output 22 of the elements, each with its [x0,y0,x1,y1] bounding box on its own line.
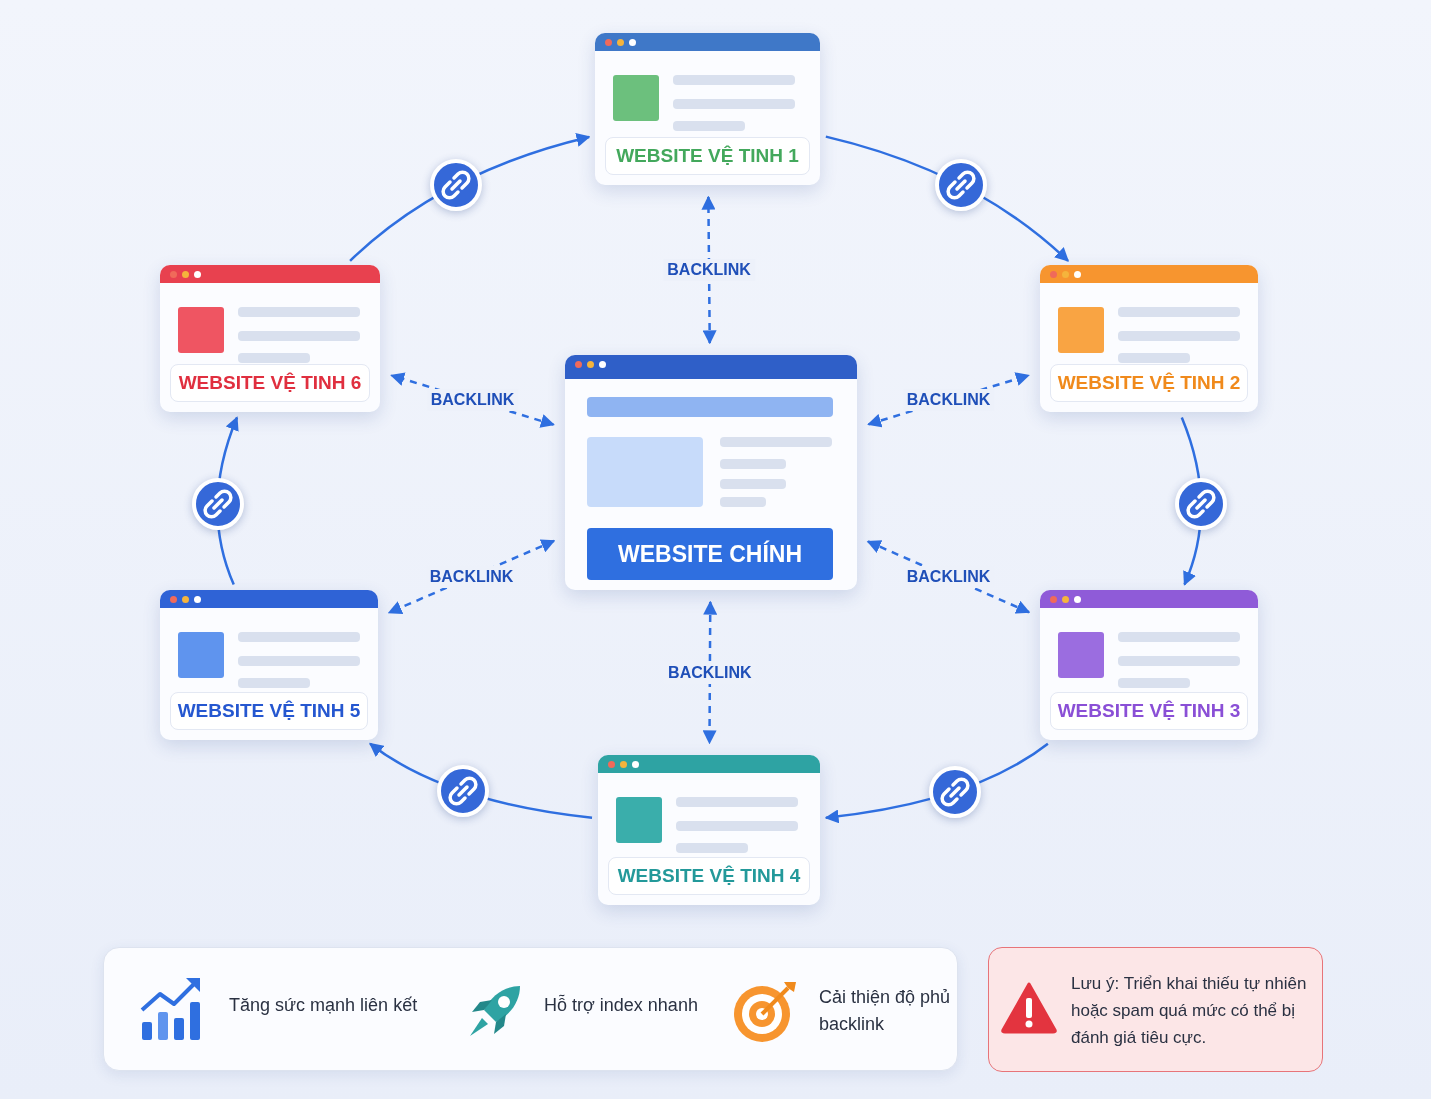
browser-window-card [160,265,380,412]
browser-window-card [598,755,820,905]
site-name-label: WEBSITE VỆ TINH 6 [170,364,370,402]
benefit-text: Tăng sức mạnh liên kết [229,994,419,1017]
warning-box [988,947,1323,1072]
dashed-arrow [702,600,718,745]
site-name-label: WEBSITE VỆ TINH 5 [170,692,368,730]
site-name-label: WEBSITE VỆ TINH 4 [608,857,810,895]
benefit-text: Hỗ trợ index nhanh [544,993,699,1017]
browser-window-card [1040,590,1258,740]
benefit-text: Cải thiện độ phủ backlink [819,986,952,1036]
browser-window-card [160,590,378,740]
browser-window-card [565,355,857,590]
warning-note: Lưu ý: Triển khai thiếu tự nhiên hoặc spam quá mức có thể bị đánh giá tiêu cực. [1071,973,1308,1049]
browser-window-card [595,33,820,185]
dashed-arrow [701,195,717,345]
browser-window-card [1040,265,1258,412]
site-name-label: WEBSITE VỆ TINH 3 [1050,692,1248,730]
site-name-label: WEBSITE VỆ TINH 2 [1050,364,1248,402]
title-banner: WEBSITE CHÍNH [587,528,833,580]
site-name-label: WEBSITE VỆ TINH 1 [605,137,810,175]
benefits-panel [103,947,958,1071]
